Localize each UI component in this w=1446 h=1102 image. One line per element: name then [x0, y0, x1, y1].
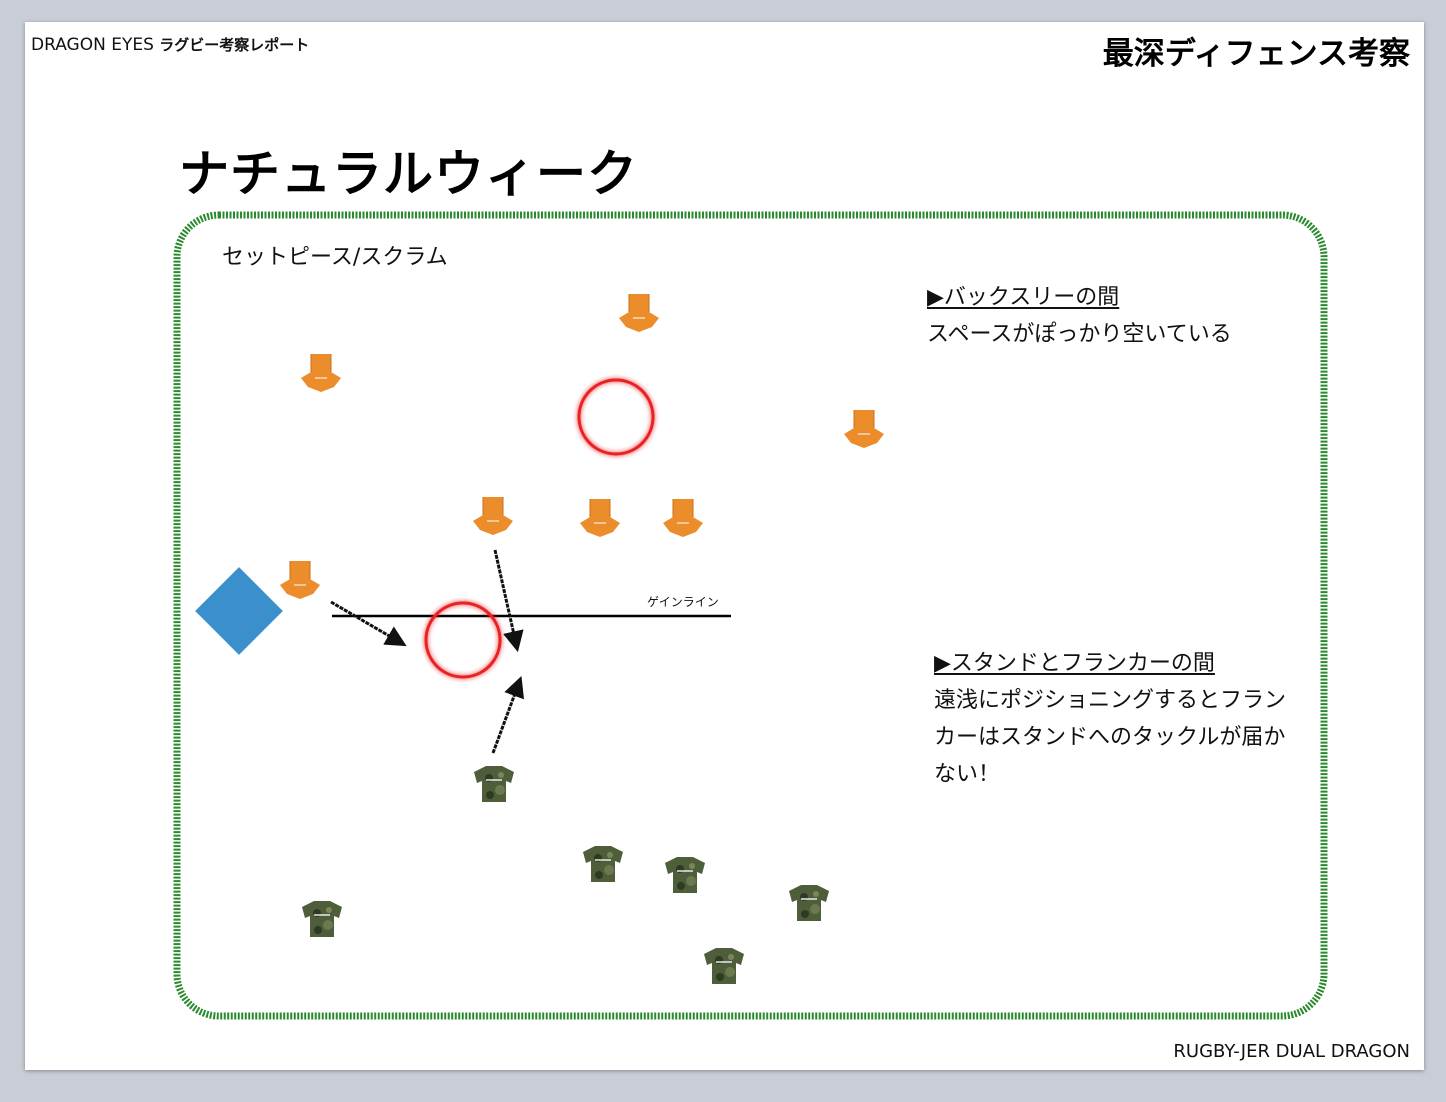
defender-player-icon	[582, 845, 624, 883]
gainline-label: ゲインライン	[647, 595, 719, 609]
defender-player-icon	[664, 856, 706, 894]
attacker-player-icon	[843, 409, 885, 449]
arrow-standoff-run	[330, 600, 407, 647]
setpiece-label: セットピース/スクラム	[222, 245, 448, 270]
note-body: 遠浅にポジショニングするとフランカーはスタンドへのタックルが届かない！	[934, 688, 1287, 787]
attacker-player-icon	[279, 560, 321, 600]
note-standoff-flanker: ▶スタンドとフランカーの間 遠浅にポジショニングするとフランカーはスタンドへのタ…	[934, 645, 1294, 793]
slide-title: ナチュラルウィーク	[179, 145, 638, 203]
attacker-player-icon	[662, 498, 704, 538]
attacker-player-icon	[300, 353, 342, 393]
brand-header: DRAGON EYES ラグビー考察レポート	[31, 34, 309, 55]
attacker-player-icon	[618, 293, 660, 333]
arrow-support-run	[493, 549, 524, 653]
ball-marker	[195, 567, 283, 655]
defender-player-icon	[473, 765, 515, 803]
note-backthree: ▶バックスリーの間 スペースがぽっかり空いている	[927, 279, 1307, 353]
note-heading: ▶バックスリーの間	[927, 285, 1120, 310]
target-circle-standoff	[424, 601, 502, 679]
note-heading: ▶スタンドとフランカーの間	[934, 651, 1215, 676]
topic-title: 最深ディフェンス考察	[1102, 36, 1410, 72]
field-border	[173, 211, 1328, 1020]
brand-subtitle: ラグビー考察レポート	[159, 36, 310, 54]
footer-credit: RUGBY-JER DUAL DRAGON	[1173, 1041, 1410, 1062]
slide: DRAGON EYES ラグビー考察レポート 最深ディフェンス考察 ナチュラルウ…	[25, 22, 1424, 1070]
target-circle-backthree	[577, 378, 655, 456]
field-diagram	[173, 211, 1328, 1020]
defender-player-icon	[703, 947, 745, 985]
arrow-flanker-run	[491, 676, 525, 754]
brand-name: DRAGON EYES	[31, 35, 154, 55]
attacker-player-icon	[472, 496, 514, 536]
defender-player-icon	[301, 900, 343, 938]
attacker-player-icon	[579, 498, 621, 538]
defender-player-icon	[788, 884, 830, 922]
note-body: スペースがぽっかり空いている	[927, 322, 1232, 347]
